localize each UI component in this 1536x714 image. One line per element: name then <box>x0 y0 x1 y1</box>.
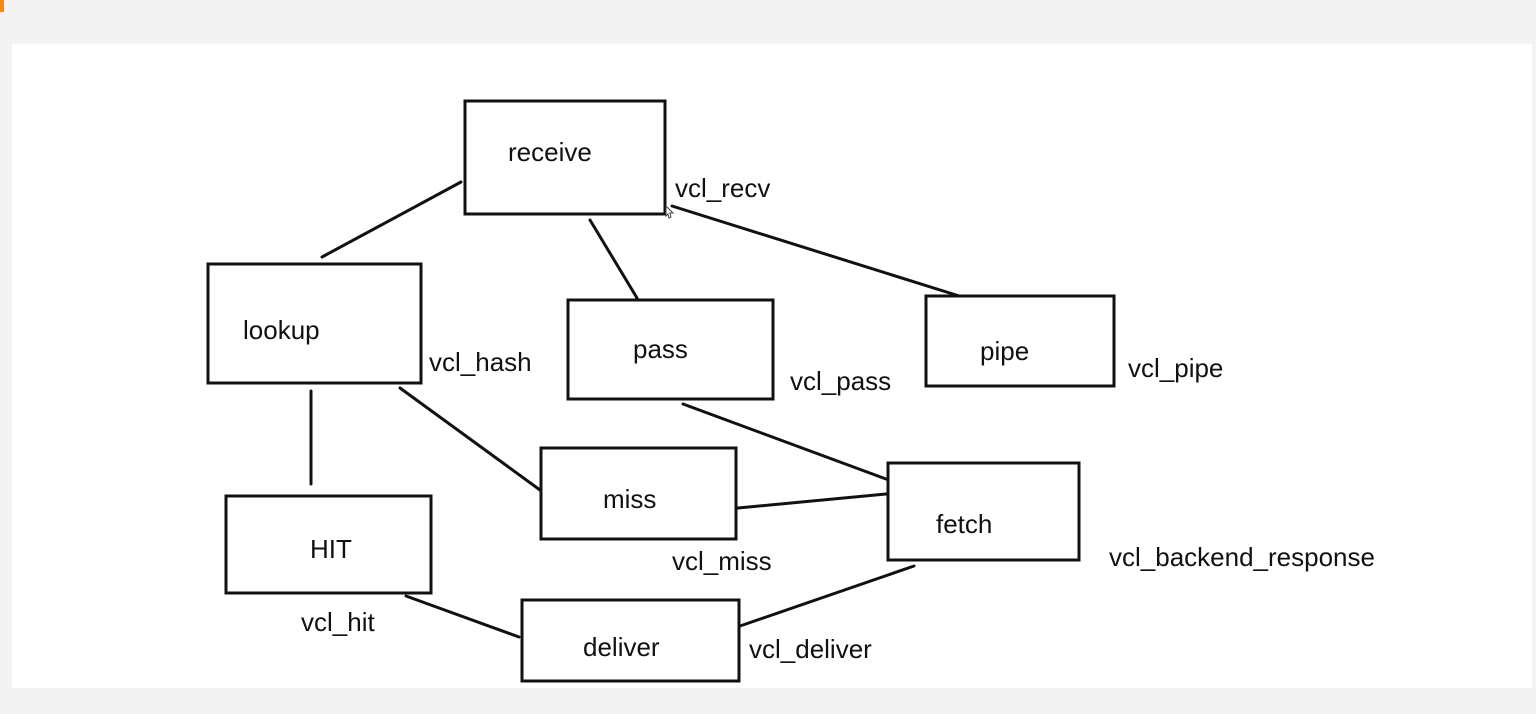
node-miss-label: miss <box>603 484 656 514</box>
node-hit-label: HIT <box>310 534 352 564</box>
node-receive: receive <box>463 99 667 216</box>
node-fetch: fetch <box>886 461 1081 562</box>
node-hit: HIT <box>224 494 433 595</box>
label-vcl-pipe: vcl_pipe <box>1128 353 1223 383</box>
label-vcl-hash: vcl_hash <box>429 347 532 377</box>
node-receive-label: receive <box>508 137 592 167</box>
node-fetch-label: fetch <box>936 509 992 539</box>
edge-hit-deliver <box>404 594 521 639</box>
node-pass-label: pass <box>633 334 688 364</box>
node-miss: miss <box>539 446 738 541</box>
label-vcl-deliver: vcl_deliver <box>749 634 872 664</box>
edge-receive-lookup <box>320 180 463 259</box>
label-vcl-hit: vcl_hit <box>301 607 375 637</box>
label-vcl-miss: vcl_miss <box>672 546 772 576</box>
label-vcl-backend-response: vcl_backend_response <box>1109 542 1375 572</box>
node-deliver-label: deliver <box>583 632 660 662</box>
edge-fetch-deliver <box>738 564 916 628</box>
edge-pass-fetch <box>681 402 888 481</box>
edge-receive-pipe <box>670 204 974 302</box>
node-lookup-label: lookup <box>243 315 320 345</box>
node-pipe-label: pipe <box>980 336 1029 366</box>
hand-cursor-icon <box>665 204 675 219</box>
node-pipe: pipe <box>924 294 1116 388</box>
edge-miss-fetch <box>736 492 888 510</box>
node-deliver: deliver <box>520 598 741 683</box>
edge-receive-pass <box>588 218 639 300</box>
label-vcl-pass: vcl_pass <box>790 366 891 396</box>
corner-accent <box>0 0 4 12</box>
node-pass: pass <box>566 298 775 401</box>
edge-lookup-miss <box>398 386 542 492</box>
node-lookup: lookup <box>206 262 423 385</box>
label-vcl-recv: vcl_recv <box>675 173 770 203</box>
